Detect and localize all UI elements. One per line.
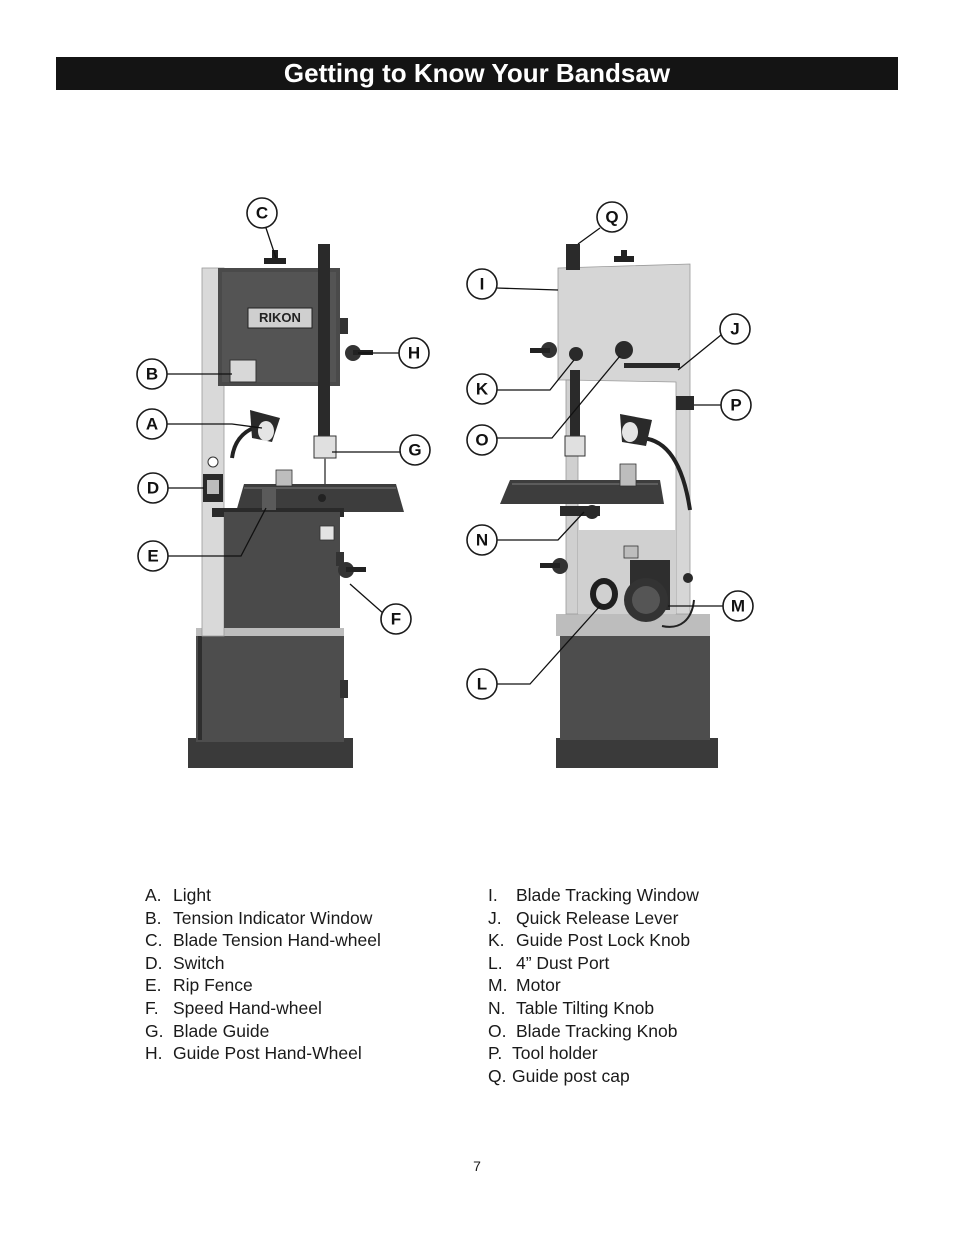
svg-text:C: C (256, 204, 268, 223)
svg-text:O: O (475, 431, 488, 450)
svg-text:J: J (730, 320, 739, 339)
callout-p: P (720, 389, 752, 421)
callout-o: O (466, 424, 498, 456)
svg-text:P: P (730, 396, 741, 415)
svg-text:F: F (391, 610, 401, 629)
callout-e: E (137, 540, 169, 572)
svg-text:D: D (147, 479, 159, 498)
legend-item: M.Motor (488, 975, 561, 996)
legend-item: G.Blade Guide (145, 1020, 270, 1041)
legend-item: C.Blade Tension Hand-wheel (145, 930, 381, 951)
legend-item: H.Guide Post Hand-Wheel (145, 1043, 362, 1064)
svg-text:M: M (731, 597, 745, 616)
callout-n: N (466, 524, 498, 556)
bandsaw-rear-view (500, 244, 718, 768)
callout-q: Q (596, 201, 628, 233)
legend-item: K.Guide Post Lock Knob (488, 930, 691, 951)
callout-l: L (466, 668, 498, 700)
svg-text:N: N (476, 531, 488, 550)
callout-a: A (136, 408, 168, 440)
svg-text:B: B (146, 365, 158, 384)
callout-j: J (719, 313, 751, 345)
svg-text:G: G (408, 441, 421, 460)
page-number: 7 (473, 1158, 481, 1174)
legend-item: B.Tension Indicator Window (145, 907, 373, 928)
parts-legend-left: A.Light B.Tension Indicator Window C.Bla… (145, 884, 381, 1065)
legend-item: O.Blade Tracking Knob (488, 1020, 678, 1041)
legend-item: I.Blade Tracking Window (488, 885, 699, 905)
svg-text:Q: Q (605, 208, 618, 227)
legend-item: L.4” Dust Port (488, 952, 610, 973)
svg-text:H: H (408, 344, 420, 363)
leader-lines (167, 227, 723, 685)
bandsaw-front-view: RIKON (188, 244, 404, 768)
svg-text:I: I (480, 275, 485, 294)
legend-item: D.Switch (145, 952, 225, 973)
bandsaw-illustration: RIKON (136, 197, 754, 768)
legend-item: Q.Guide post cap (488, 1065, 630, 1086)
legend-item: E.Rip Fence (145, 975, 253, 996)
legend-item: A.Light (145, 885, 211, 905)
callouts-right: Q I J K P O N M L (466, 201, 754, 700)
parts-legend-right: I.Blade Tracking Window J.Quick Release … (488, 884, 699, 1087)
svg-text:L: L (477, 675, 487, 694)
callout-b: B (136, 358, 168, 390)
callout-d: D (137, 472, 169, 504)
legend-item: J.Quick Release Lever (488, 907, 679, 928)
brand-label: RIKON (259, 310, 301, 325)
callout-h: H (398, 337, 430, 369)
callouts-left: C B A D E H G F (136, 197, 431, 635)
callout-k: K (466, 373, 498, 405)
legend-item: F.Speed Hand-wheel (145, 997, 322, 1018)
legend-item: N.Table Tilting Knob (488, 997, 655, 1018)
bandsaw-figure: RIKON (136, 197, 754, 768)
svg-text:E: E (147, 547, 158, 566)
callout-f: F (380, 603, 412, 635)
legend-item: P.Tool holder (488, 1043, 598, 1064)
callout-i: I (466, 268, 498, 300)
svg-text:A: A (146, 415, 158, 434)
svg-text:K: K (476, 380, 489, 399)
page-title: Getting to Know Your Bandsaw (56, 57, 898, 90)
callout-g: G (399, 434, 431, 466)
callout-m: M (722, 590, 754, 622)
callout-c: C (246, 197, 278, 229)
